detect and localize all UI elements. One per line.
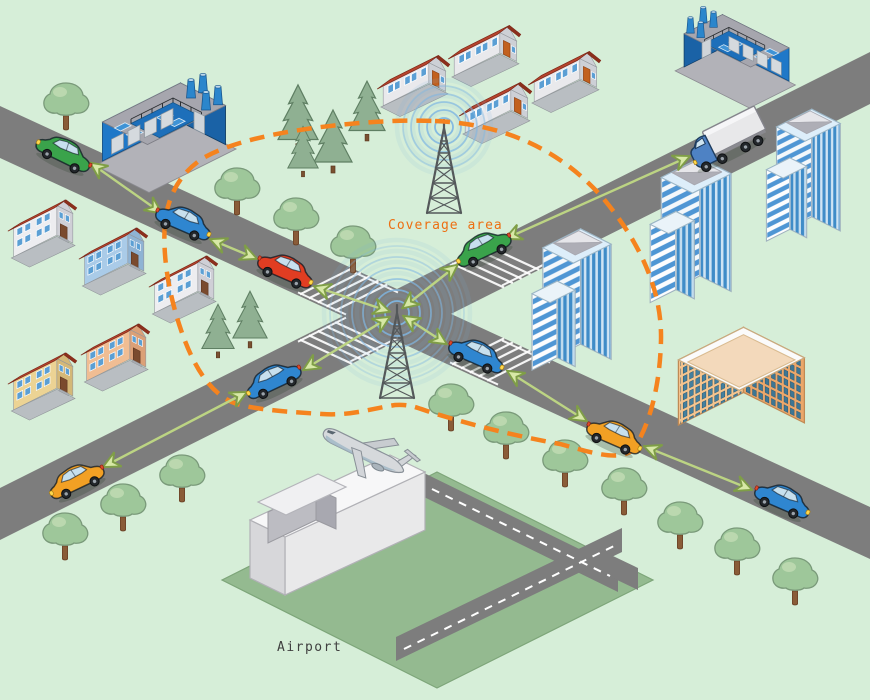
- office-tower-east: [649, 157, 732, 304]
- signal-ripple: [418, 101, 470, 153]
- coverage-area-label: Coverage area: [388, 218, 503, 233]
- taxiway: [396, 528, 622, 661]
- airplane-near-wing: [350, 446, 367, 479]
- airplane: [322, 428, 422, 479]
- signal-ripple-glow: [410, 93, 478, 161]
- communication-link-arrow: [507, 157, 688, 238]
- airplane-engine: [371, 462, 385, 472]
- communication-link-arrow: [404, 266, 456, 307]
- runway-apron: [592, 546, 638, 590]
- signal-ripple-glow: [418, 101, 470, 153]
- office-tower-center: [531, 228, 612, 371]
- signal-ripple-glow: [426, 109, 462, 145]
- communication-links-layer: [92, 157, 750, 489]
- airport-area: Airport: [220, 454, 655, 689]
- communication-link-arrow: [305, 318, 388, 369]
- coverage-area-boundary: [162, 118, 664, 458]
- airplane-cockpit: [326, 430, 336, 435]
- signal-ripple: [434, 117, 454, 137]
- communication-link-arrow: [105, 393, 245, 466]
- airport-label: Airport: [277, 640, 342, 655]
- terminal-building: [248, 454, 427, 596]
- communication-link-arrow: [646, 447, 750, 489]
- communication-link-arrow: [92, 164, 160, 212]
- communication-link-arrow: [509, 372, 585, 420]
- office-tower-far-east: [765, 108, 841, 242]
- communication-link-arrow: [316, 287, 388, 311]
- communication-link-arrow: [212, 240, 255, 258]
- communication-link-arrow: [405, 317, 445, 343]
- signal-ripple: [410, 93, 478, 161]
- airplane-t-tail: [403, 448, 422, 463]
- airplane-fuselage: [322, 428, 405, 474]
- signal-ripple: [426, 109, 462, 145]
